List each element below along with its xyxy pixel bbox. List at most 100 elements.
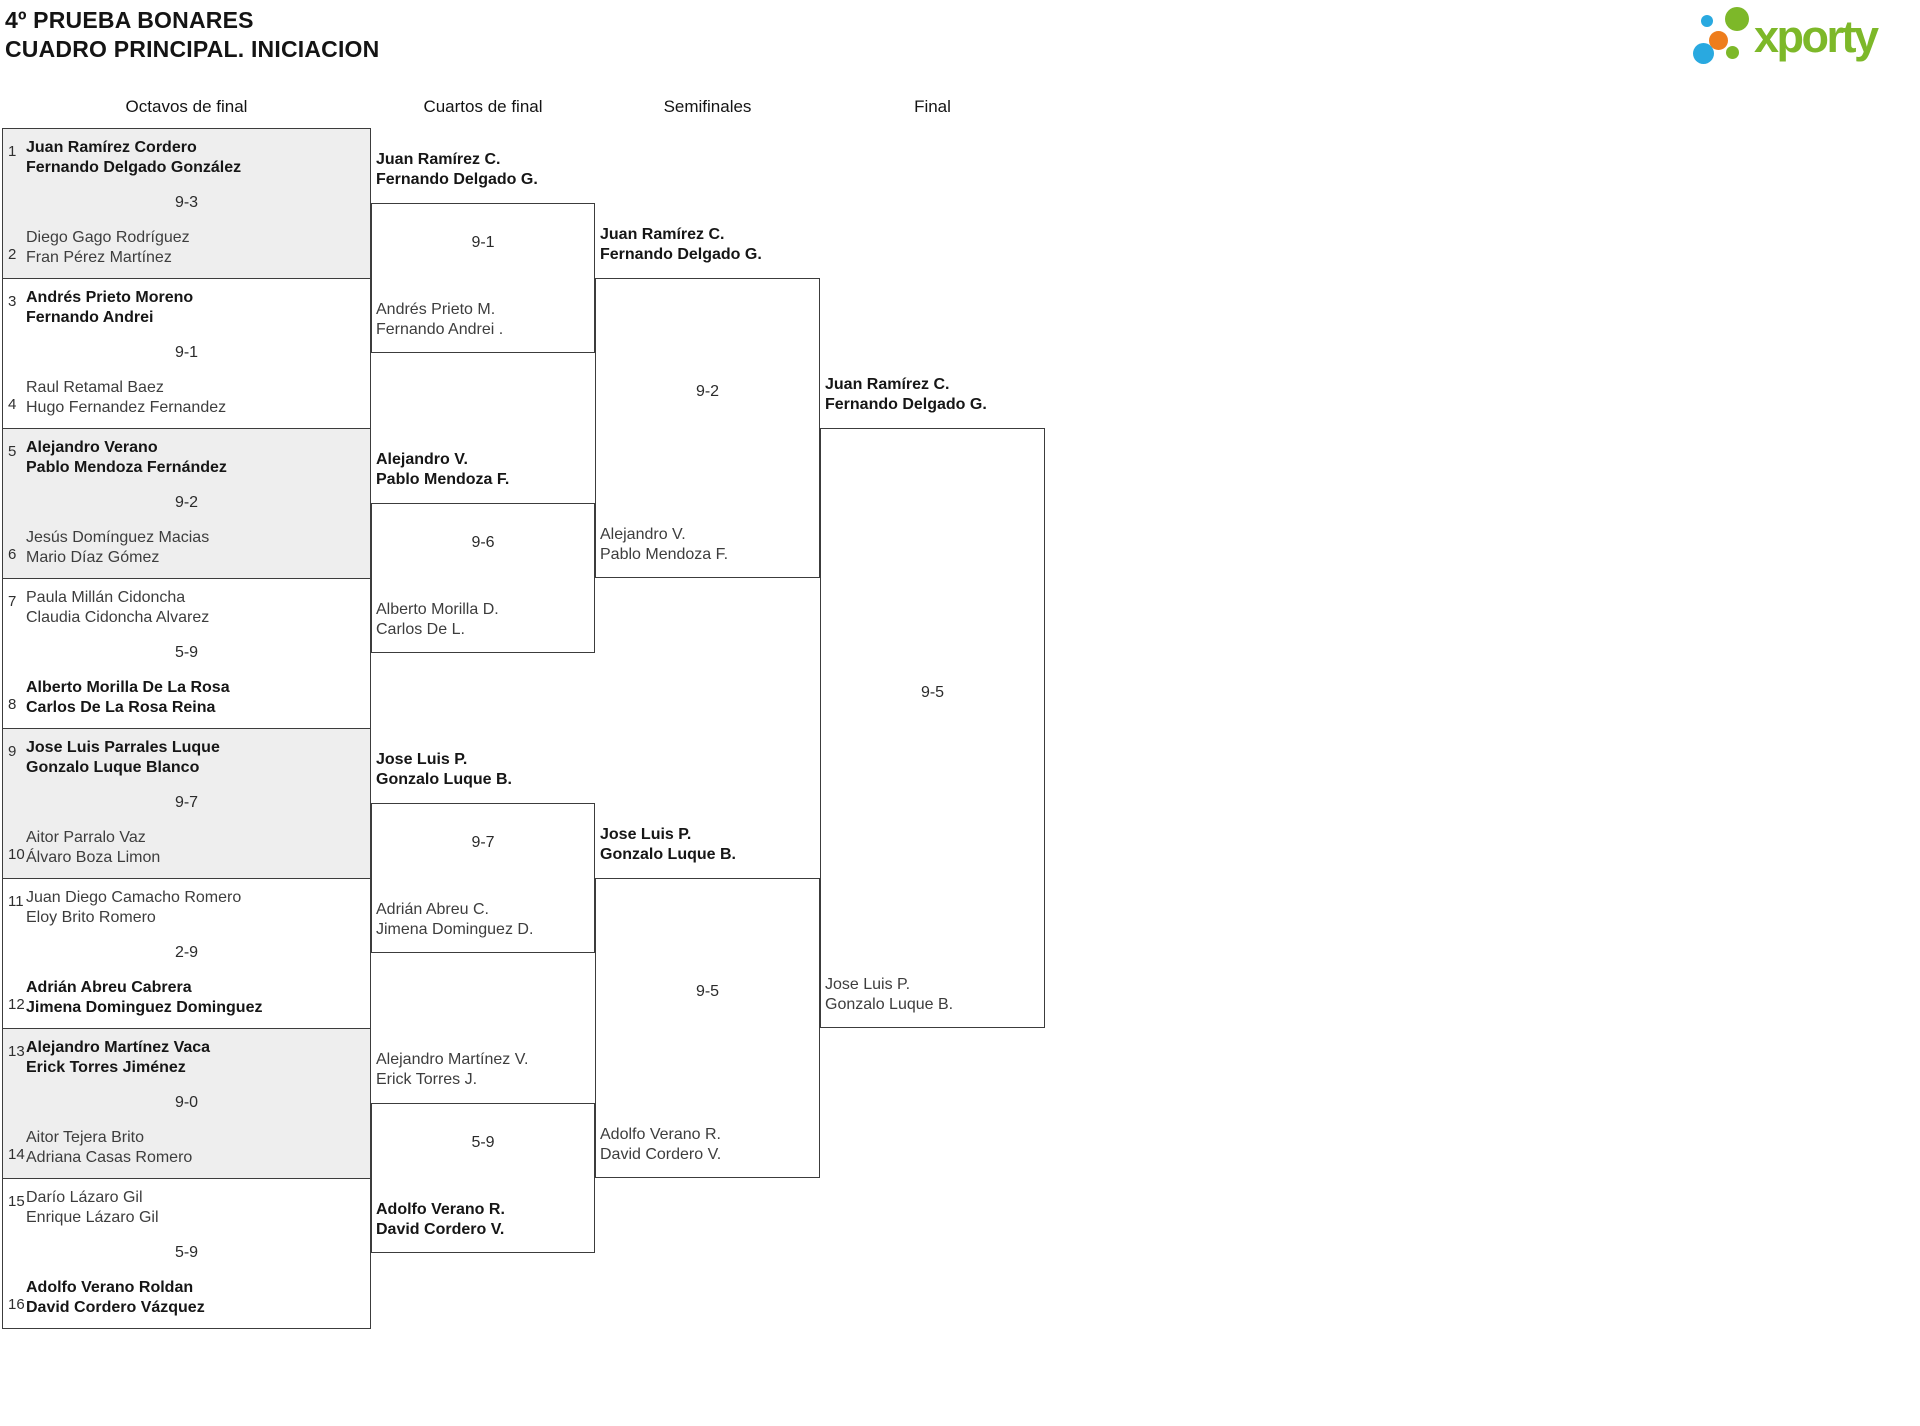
player-name: Pablo Mendoza F. [600, 546, 729, 563]
xporty-logo[interactable]: xporty [1688, 0, 1913, 72]
team-name: Jose Luis P. Gonzalo Luque B. [825, 975, 1041, 1015]
team-name: Jose Luis P. Gonzalo Luque B. [376, 750, 592, 790]
match-score: 9-3 [174, 194, 199, 211]
match-score: 9-1 [471, 234, 495, 251]
seed-number: 1 [8, 143, 17, 160]
player-name: Gonzalo Luque Blanco [26, 759, 200, 776]
seed-number: 3 [8, 293, 17, 310]
logo-dot-icon [1701, 15, 1713, 27]
player-name: Pablo Mendoza F. [376, 471, 510, 488]
player-name: Erick Torres Jiménez [26, 1059, 186, 1076]
player-name: Juan Ramírez C. [376, 151, 501, 168]
octavos-match-6: 11 Juan Diego Camacho Romero Eloy Brito … [3, 879, 370, 1029]
tournament-title-line2: CUADRO PRINCIPAL. INICIACION [5, 36, 380, 62]
player-name: Juan Ramírez C. [825, 376, 950, 393]
team-name: Juan Ramírez C. Fernando Delgado G. [825, 375, 1041, 415]
player-name: Diego Gago Rodríguez [26, 229, 190, 246]
logo-dot-icon [1709, 31, 1728, 50]
player-name: Adriana Casas Romero [26, 1149, 193, 1166]
team-slot: 11 Juan Diego Camacho Romero Eloy Brito … [3, 879, 370, 928]
octavos-match-5: 9 Jose Luis Parrales Luque Gonzalo Luque… [3, 729, 370, 879]
octavos-match-2: 3 Andrés Prieto Moreno Fernando Andrei 9… [3, 279, 370, 429]
team-name: Adolfo Verano R. David Cordero V. [376, 1200, 592, 1240]
team-slot: 6 Jesús Domínguez Macias Mario Díaz Góme… [3, 528, 370, 578]
octavos-match-3: 5 Alejandro Verano Pablo Mendoza Fernánd… [3, 429, 370, 579]
team-name: Juan Ramírez C. Fernando Delgado G. [376, 150, 592, 190]
player-name: Alejandro Martínez V. [376, 1051, 529, 1068]
team-slot: 9 Jose Luis Parrales Luque Gonzalo Luque… [3, 729, 370, 778]
team-name: Adrián Abreu C. Jimena Dominguez D. [376, 900, 592, 940]
logo-dot-icon [1725, 7, 1749, 31]
player-name: Alejandro V. [376, 451, 468, 468]
seed-number: 14 [8, 1146, 25, 1163]
logo-wordmark: xporty [1754, 11, 1879, 62]
octavos-match-1: 1 Juan Ramírez Cordero Fernando Delgado … [3, 129, 370, 279]
player-name: Alejandro Martínez Vaca [26, 1039, 211, 1056]
player-name: Juan Ramírez Cordero [26, 139, 197, 156]
player-name: Aitor Tejera Brito [26, 1129, 144, 1146]
cuartos-match-box-2 [371, 503, 595, 653]
player-name: Eloy Brito Romero [26, 909, 156, 926]
match-score: 5-9 [174, 1244, 199, 1261]
player-name: Jose Luis P. [600, 826, 692, 843]
seed-number: 6 [8, 546, 17, 563]
player-name: Jimena Dominguez Dominguez [26, 999, 263, 1016]
player-name: Erick Torres J. [376, 1071, 478, 1088]
player-name: Alberto Morilla D. [376, 601, 499, 618]
player-name: Fernando Andrei . [376, 321, 504, 338]
player-name: Adolfo Verano R. [600, 1126, 721, 1143]
player-name: Adrián Abreu C. [376, 901, 489, 918]
team-name: Alberto Morilla D. Carlos De L. [376, 600, 592, 640]
team-name: Alejandro V. Pablo Mendoza F. [376, 450, 592, 490]
match-score: 2-9 [174, 944, 199, 961]
player-name: Carlos De La Rosa Reina [26, 699, 216, 716]
team-slot: 14 Aitor Tejera Brito Adriana Casas Rome… [3, 1128, 370, 1178]
match-score: 9-2 [174, 494, 199, 511]
player-name: Andrés Prieto Moreno [26, 289, 194, 306]
match-score: 9-5 [695, 983, 720, 1000]
match-score: 5-9 [174, 644, 199, 661]
player-name: Fernando Delgado G. [825, 396, 987, 413]
team-slot: 4 Raul Retamal Baez Hugo Fernandez Ferna… [3, 378, 370, 428]
team-slot: 10 Aitor Parralo Vaz Álvaro Boza Limon [3, 828, 370, 878]
octavos-match-7: 13 Alejandro Martínez Vaca Erick Torres … [3, 1029, 370, 1179]
team-name: Jose Luis P. Gonzalo Luque B. [600, 825, 816, 865]
player-name: Raul Retamal Baez [26, 379, 164, 396]
player-name: David Cordero V. [376, 1221, 505, 1238]
player-name: Jose Luis P. [376, 751, 468, 768]
cuartos-match-box-3 [371, 803, 595, 953]
team-slot: 12 Adrián Abreu Cabrera Jimena Dominguez… [3, 978, 370, 1028]
seed-number: 10 [8, 846, 25, 863]
player-name: Enrique Lázaro Gil [26, 1209, 159, 1226]
team-name: Adolfo Verano R. David Cordero V. [600, 1125, 816, 1165]
player-name: Jose Luis P. [825, 976, 911, 993]
team-slot: 3 Andrés Prieto Moreno Fernando Andrei [3, 279, 370, 328]
cuartos-match-box-4 [371, 1103, 595, 1253]
match-score: 9-0 [174, 1094, 199, 1111]
player-name: Pablo Mendoza Fernández [26, 459, 227, 476]
team-slot: 2 Diego Gago Rodríguez Fran Pérez Martín… [3, 228, 370, 278]
seed-number: 16 [8, 1296, 25, 1313]
seed-number: 5 [8, 443, 17, 460]
player-name: Adolfo Verano R. [376, 1201, 505, 1218]
player-name: Carlos De L. [376, 621, 465, 638]
player-name: Jimena Dominguez D. [376, 921, 534, 938]
team-slot: 13 Alejandro Martínez Vaca Erick Torres … [3, 1029, 370, 1078]
player-name: Fernando Delgado González [26, 159, 242, 176]
semifinal-match-box-2 [595, 878, 820, 1178]
player-name: Adrián Abreu Cabrera [26, 979, 192, 996]
octavos-match-4: 7 Paula Millán Cidoncha Claudia Cidoncha… [3, 579, 370, 729]
player-name: Mario Díaz Gómez [26, 549, 160, 566]
player-name: David Cordero V. [600, 1146, 722, 1163]
team-slot: 16 Adolfo Verano Roldan David Cordero Vá… [3, 1278, 370, 1328]
logo-dot-icon [1693, 43, 1714, 64]
team-name: Andrés Prieto M. Fernando Andrei . [376, 300, 592, 340]
team-name: Alejandro V. Pablo Mendoza F. [600, 525, 816, 565]
player-name: Claudia Cidoncha Alvarez [26, 609, 210, 626]
tournament-title: 4º PRUEBA BONARES CUADRO PRINCIPAL. INIC… [5, 6, 379, 64]
seed-number: 11 [8, 893, 24, 910]
match-score: 9-6 [471, 534, 495, 551]
match-score: 9-7 [471, 834, 495, 851]
player-name: Darío Lázaro Gil [26, 1189, 143, 1206]
